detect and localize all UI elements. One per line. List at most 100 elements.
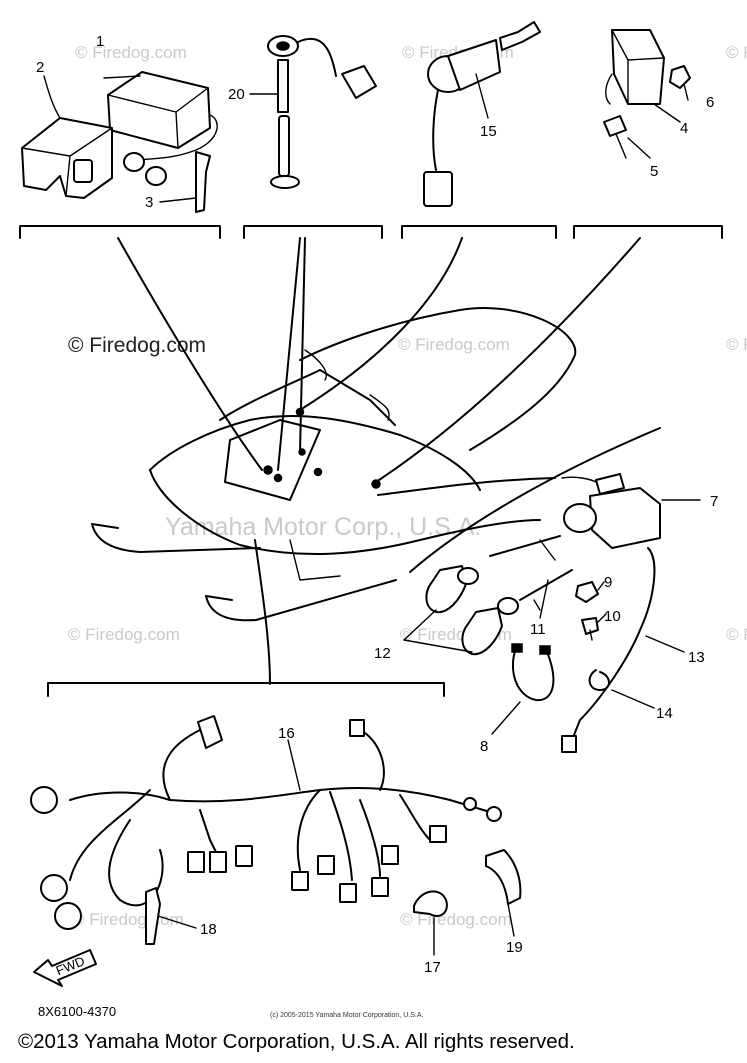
callout-leader — [43, 75, 61, 119]
harness-connector — [197, 715, 223, 749]
ground-wire-part — [571, 547, 656, 741]
leader-line — [299, 237, 306, 453]
fine-print: (c) 2005-2015 Yamaha Motor Corporation, … — [270, 1012, 423, 1019]
plug-cap-collar — [457, 567, 479, 585]
callout-leader — [491, 701, 521, 735]
watermark-text: © Firedog.com — [398, 335, 510, 354]
plug-cap-part — [425, 565, 467, 614]
watermark-text: © Firedog.com — [400, 910, 512, 929]
switch-shaft-part — [277, 59, 289, 113]
coil-terminal — [595, 473, 625, 495]
callout-label-16: 16 — [278, 725, 295, 742]
main-switch-wire — [432, 89, 439, 171]
clamp-part — [485, 849, 522, 905]
cdi-unit-part — [107, 71, 211, 149]
ski-right-tip — [205, 595, 233, 601]
callout-label-17: 17 — [424, 959, 441, 976]
harness-connector — [371, 877, 389, 897]
harness-connector — [317, 855, 335, 875]
watermark-text: © Firedog.com — [726, 43, 747, 62]
bolt-part — [581, 617, 599, 635]
leader-line — [277, 237, 301, 471]
rubber-cover-slot — [73, 159, 93, 183]
switch-body-part — [278, 115, 290, 177]
watermark-text: © Firedog.com — [726, 625, 747, 644]
callout-label-12: 12 — [374, 645, 391, 662]
mount-point — [298, 448, 306, 456]
part-group-cdi-unit: 1 2 3 — [21, 33, 218, 213]
harness-connector — [54, 902, 82, 930]
ground-wire-terminal — [561, 735, 577, 753]
harness-branch — [69, 789, 151, 881]
rectifier-wire — [605, 73, 613, 105]
callout-label-4: 4 — [680, 120, 688, 137]
harness-loop — [108, 819, 164, 907]
callout-label-1: 1 — [96, 33, 104, 50]
harness-terminal — [463, 797, 477, 811]
leader-line — [377, 477, 556, 496]
callout-leader — [157, 915, 197, 929]
forward-arrow: FWD — [33, 949, 97, 987]
harness-connector — [187, 851, 205, 873]
switch-cap-center — [276, 41, 290, 51]
seat-outline — [299, 307, 577, 451]
dash-panel-outline — [224, 419, 321, 501]
switch-connector-part — [341, 65, 377, 99]
connector-part — [123, 152, 145, 172]
callout-label-15: 15 — [480, 123, 497, 140]
wire-clip-part — [511, 647, 555, 702]
callout-label-18: 18 — [200, 921, 217, 938]
leader-line — [254, 539, 271, 685]
harness-connector — [381, 845, 399, 865]
plug-cap-collar — [497, 597, 519, 615]
harness-connector — [291, 871, 309, 891]
part-group-wire-harness: 16 — [30, 715, 502, 930]
watermark-text: © Firedog.com — [726, 335, 747, 354]
harness-branch — [359, 729, 385, 791]
callout-label-20: 20 — [228, 86, 245, 103]
callout-leader — [403, 609, 473, 653]
bolt-shaft — [589, 629, 593, 641]
callout-label-2: 2 — [36, 59, 44, 76]
clamp-part — [413, 890, 448, 918]
clamp-part — [588, 669, 610, 691]
bracket-group-c — [401, 225, 557, 239]
switch-base-part — [270, 175, 300, 189]
callout-label-6: 6 — [706, 94, 714, 111]
callout-leaders — [627, 83, 689, 159]
watermark-text: © Firedog.com — [68, 625, 180, 644]
harness-connector — [30, 786, 58, 814]
harness-connector — [40, 874, 68, 902]
callout-leader — [287, 739, 301, 791]
ski-strut — [289, 539, 341, 581]
rubber-cover-edges — [21, 127, 113, 197]
callout-leader — [611, 689, 655, 709]
main-switch-connector — [423, 171, 453, 207]
windshield-outline — [219, 369, 396, 426]
callout-leaders — [597, 581, 607, 623]
snowmobile-illustration — [91, 307, 577, 622]
harness-branch — [399, 794, 431, 841]
callout-label-13: 13 — [688, 649, 705, 666]
ski-left-outline — [91, 523, 261, 553]
harness-branch — [162, 729, 201, 801]
hi-tension-lead — [489, 535, 561, 557]
hi-tension-lead — [519, 569, 573, 601]
watermark-center-text: Yamaha Motor Corp., U.S.A. — [165, 513, 481, 541]
harness-branch — [329, 791, 353, 881]
wire-clip-end — [511, 643, 523, 653]
cdi-unit-wire — [139, 114, 218, 161]
bracket-group-d — [573, 225, 723, 239]
ignition-coil-part — [589, 487, 661, 549]
callout-label-9: 9 — [604, 574, 612, 591]
callout-leader — [103, 75, 141, 79]
switch-wire — [297, 38, 337, 77]
mount-point — [273, 473, 283, 483]
nut-part — [669, 65, 691, 89]
part-group-main-switch: 15 — [423, 21, 541, 207]
wire-clip-end — [539, 645, 551, 655]
callout-label-19: 19 — [506, 939, 523, 956]
leader-line — [375, 237, 641, 483]
leader-line — [299, 237, 463, 411]
